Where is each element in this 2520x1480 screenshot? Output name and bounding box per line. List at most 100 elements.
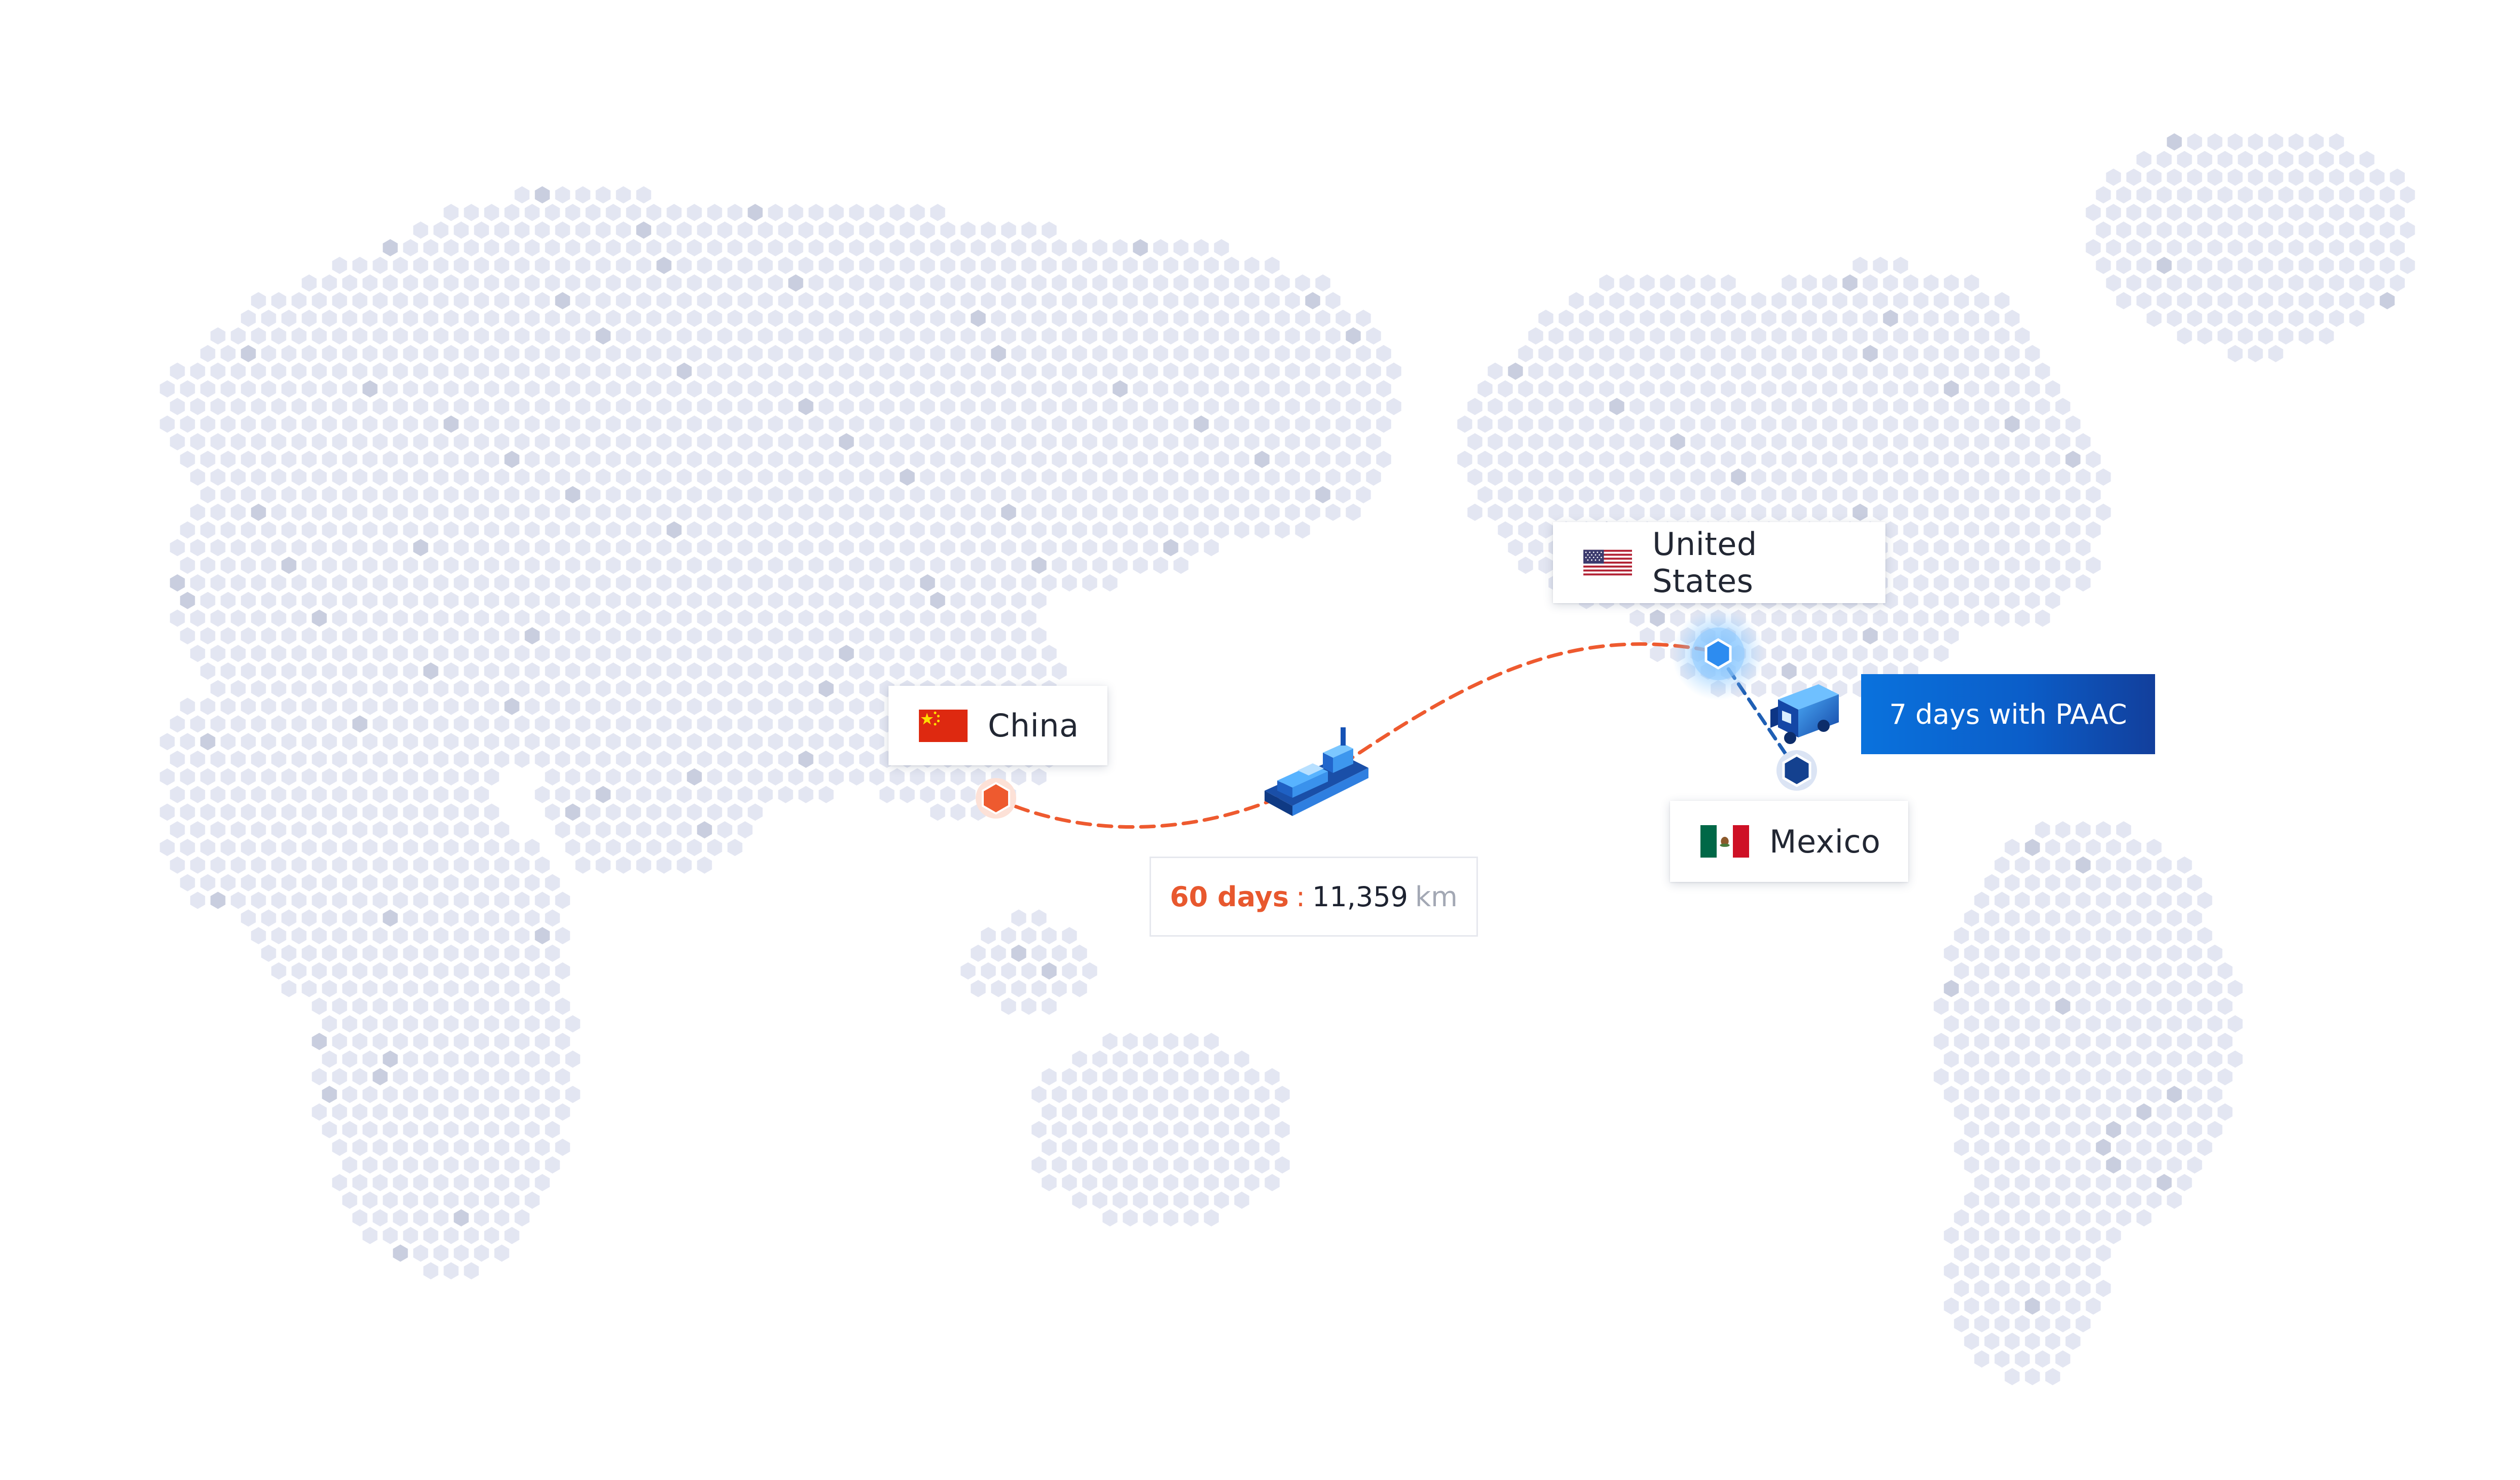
map-hex-dot (545, 1015, 560, 1032)
map-hex-dot (413, 256, 428, 274)
map-hex-dot (697, 856, 712, 874)
map-hex-dot (342, 627, 357, 645)
map-hex-dot (1944, 1050, 1959, 1068)
map-hex-dot (2157, 997, 2172, 1015)
map-hex-dot (160, 380, 175, 398)
map-hex-dot (950, 451, 966, 468)
map-hex-dot (271, 362, 286, 380)
map-hex-dot (2116, 1209, 2131, 1227)
map-hex-dot (900, 574, 915, 591)
map-hex-dot (819, 539, 834, 557)
map-hex-dot (1640, 345, 1655, 362)
map-hex-dot (1102, 503, 1118, 521)
map-hex-dot (626, 415, 641, 433)
map-hex-dot (504, 204, 520, 221)
map-hex-dot (1042, 256, 1057, 274)
map-hex-dot (2187, 204, 2202, 221)
map-hex-dot (1204, 503, 1219, 521)
map-hex-dot (2086, 451, 2101, 468)
map-hex-dot (646, 557, 661, 574)
map-hex-dot (1346, 503, 1361, 521)
map-hex-dot (717, 609, 732, 627)
map-hex-dot (474, 609, 489, 627)
mexico-label-card[interactable]: Mexico (1670, 801, 1908, 882)
map-hex-dot (646, 521, 661, 539)
map-hex-dot (758, 398, 773, 415)
map-hex-dot (464, 1050, 479, 1068)
china-marker[interactable] (976, 778, 1016, 819)
map-hex-dot (281, 591, 297, 609)
map-hex-dot (666, 239, 682, 256)
map-hex-dot (839, 398, 854, 415)
map-hex-dot (352, 539, 367, 557)
map-hex-dot (1883, 521, 1898, 539)
map-hex-dot (454, 856, 469, 874)
sea-route-info: 60 days : 11,359 km (1150, 857, 1478, 937)
map-hex-dot (1842, 380, 1858, 398)
map-hex-dot (1305, 468, 1320, 486)
map-hex-dot (1336, 451, 1351, 468)
map-hex-dot (1366, 433, 1381, 451)
map-hex-dot (788, 415, 803, 433)
map-hex-dot (2015, 433, 2030, 451)
map-hex-dot (2177, 1032, 2192, 1050)
map-hex-dot (1488, 433, 1503, 451)
map-hex-dot (697, 539, 712, 557)
map-hex-dot (2207, 980, 2222, 997)
map-hex-dot (2116, 962, 2131, 980)
mexico-marker[interactable] (1776, 750, 1817, 791)
map-hex-dot (1690, 503, 1706, 521)
map-hex-dot (950, 591, 966, 609)
map-hex-dot (2349, 204, 2364, 221)
map-hex-dot (2045, 1050, 2060, 1068)
map-hex-dot (971, 239, 986, 256)
china-label-card[interactable]: China (888, 686, 1107, 765)
map-hex-dot (332, 892, 347, 909)
map-hex-dot (555, 503, 570, 521)
map-hex-dot (2106, 909, 2121, 927)
map-hex-dot (362, 980, 378, 997)
map-hex-dot (2086, 1086, 2101, 1103)
map-hex-dot (413, 645, 428, 662)
map-hex-dot (1052, 944, 1067, 962)
map-hex-dot (596, 786, 611, 803)
map-hex-dot (413, 574, 428, 591)
map-hex-dot (271, 398, 286, 415)
map-hex-dot (555, 1138, 570, 1156)
map-hex-dot (2076, 821, 2091, 839)
map-hex-dot (1629, 468, 1645, 486)
map-hex-dot (383, 909, 398, 927)
paac-transit-badge[interactable]: 7 days with PAAC (1861, 674, 2155, 754)
map-hex-dot (920, 327, 935, 345)
map-hex-dot (2106, 874, 2121, 892)
map-hex-dot (2228, 204, 2243, 221)
map-hex-dot (220, 839, 236, 856)
united-states-marker[interactable] (1672, 607, 1765, 700)
map-hex-dot (2076, 468, 2091, 486)
map-hex-dot (758, 715, 773, 733)
map-hex-dot (2288, 310, 2304, 327)
map-hex-dot (1285, 398, 1300, 415)
map-hex-dot (322, 345, 337, 362)
map-hex-dot (443, 310, 459, 327)
map-hex-dot (1761, 662, 1776, 680)
map-hex-dot (1072, 274, 1087, 292)
map-hex-dot (231, 821, 246, 839)
map-hex-dot (2380, 256, 2395, 274)
map-hex-dot (1011, 274, 1026, 292)
map-hex-dot (525, 380, 540, 398)
united-states-label-card[interactable]: United States (1553, 522, 1885, 603)
map-hex-dot (413, 1138, 428, 1156)
map-hex-dot (2005, 839, 2020, 856)
map-hex-dot (636, 327, 651, 345)
map-hex-dot (971, 591, 986, 609)
map-hex-dot (413, 609, 428, 627)
map-hex-dot (930, 768, 945, 786)
map-hex-dot (1285, 292, 1300, 310)
map-hex-dot (454, 256, 469, 274)
map-hex-dot (1984, 909, 1999, 927)
map-hex-dot (200, 839, 215, 856)
map-hex-dot (2157, 856, 2172, 874)
map-hex-dot (423, 345, 438, 362)
map-hex-dot (829, 204, 844, 221)
